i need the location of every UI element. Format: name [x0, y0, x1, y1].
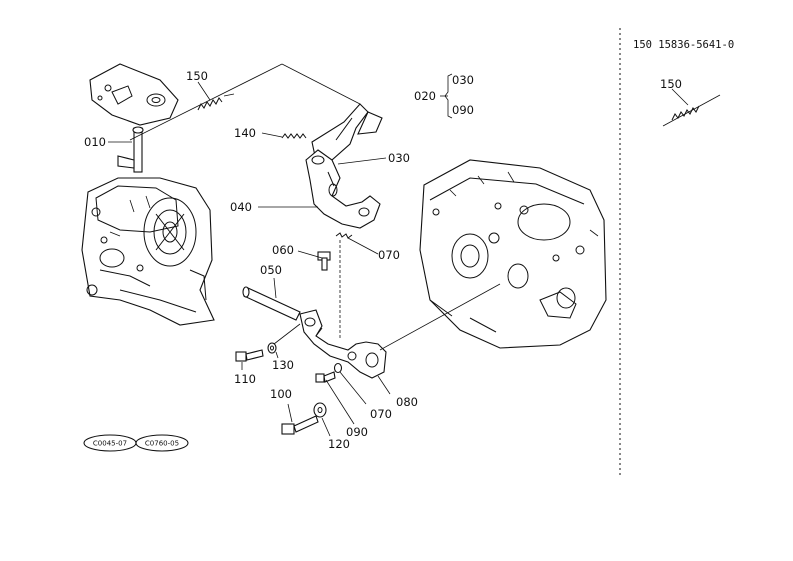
bolt-060-drawing [317, 251, 331, 271]
leader-lines [108, 63, 501, 437]
callout-130: 130 [272, 358, 294, 372]
spring-150-drawing [197, 93, 235, 111]
callout-070-bottom: 070 [370, 407, 392, 421]
callout-030: 030 [388, 151, 410, 165]
kit-020-label: 020 [414, 89, 436, 103]
callout-080: 080 [396, 395, 418, 409]
reference-code: 150 15836-5641-0 [633, 39, 734, 51]
bolt-090-drawing [315, 371, 336, 383]
oval-reference-left: C0045-07 [83, 434, 137, 452]
callout-100: 100 [270, 387, 292, 401]
spring-070-bottom-drawing [333, 362, 343, 374]
governor-lever-assembly-drawing [305, 103, 383, 229]
lower-lever-080-drawing [299, 309, 387, 379]
oval-label-right: C0760-05 [145, 440, 179, 448]
oval-label-left: C0045-07 [93, 440, 127, 448]
bolt-110-drawing [235, 349, 264, 362]
left-engine-block-drawing [81, 63, 215, 326]
washer-120-drawing [313, 402, 327, 418]
kit-item-030-label: 030 [452, 73, 474, 87]
spring-140-drawing [281, 133, 307, 139]
kit-item-090-label: 090 [452, 103, 474, 117]
callout-050: 050 [260, 263, 282, 277]
washer-130-drawing [267, 342, 277, 354]
spring-070-top-drawing [335, 232, 353, 239]
callout-150-side: 150 [660, 77, 682, 91]
oval-reference-right: C0760-05 [135, 434, 189, 452]
bolt-100-drawing [281, 415, 319, 435]
right-engine-block-drawing [419, 159, 607, 349]
callout-010: 010 [84, 135, 106, 149]
callout-040: 040 [230, 200, 252, 214]
callout-120: 120 [328, 437, 350, 451]
callout-060: 060 [272, 243, 294, 257]
callout-090: 090 [346, 425, 368, 439]
callout-140: 140 [234, 126, 256, 140]
callout-110: 110 [234, 372, 256, 386]
kit-brace [440, 73, 453, 119]
callout-070-top: 070 [378, 248, 400, 262]
callout-150: 150 [186, 69, 208, 83]
shaft-050-drawing [242, 286, 301, 321]
side-spring-150-drawing [662, 94, 721, 127]
